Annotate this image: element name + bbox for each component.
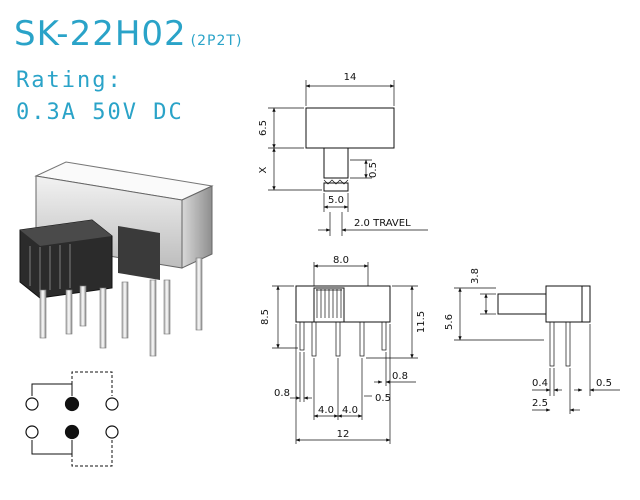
top-view: 14 6.5 X 0.5 5.0 2.0 TRAVEL [258, 72, 428, 236]
dim-knob-height: 3.8 [470, 268, 481, 284]
dim-side-pin-offset: 0.5 [596, 378, 612, 389]
dim-pin-thickness: 0.8 [274, 388, 290, 399]
circuit-schematic [25, 371, 119, 467]
product-title: SK-22H02(2P2T) [14, 14, 242, 54]
dim-x: X [258, 166, 269, 173]
dim-overall: 12 [337, 429, 350, 440]
rating-value: 0.3A 50V DC [16, 100, 184, 125]
dim-pin-pitch-1: 4.0 [318, 405, 334, 416]
dim-travel: 2.0 TRAVEL [354, 218, 411, 229]
dim-actuator-offset: 0.5 [368, 162, 379, 178]
switch-illustration [19, 161, 214, 357]
dim-pin-right: 0.5 [375, 393, 391, 404]
rating-label: Rating: [16, 68, 123, 93]
dim-side-pin-thickness: 0.4 [532, 378, 548, 389]
dim-height-left: 8.5 [260, 309, 271, 325]
dim-top-span: 8.0 [333, 255, 349, 266]
dim-width: 14 [344, 72, 357, 83]
dim-pin-offset: 0.8 [392, 371, 408, 382]
dim-side-pin-spacing: 2.5 [532, 398, 548, 409]
configuration-label: (2P2T) [190, 33, 243, 49]
model-name: SK-22H02 [14, 14, 187, 54]
dim-height-right: 11.5 [416, 311, 427, 333]
dim-pin-pitch-2: 4.0 [342, 405, 358, 416]
dim-body-height: 5.6 [444, 314, 455, 330]
dim-actuator-width: 5.0 [328, 195, 344, 206]
front-view: 8.0 8.5 11.5 0.8 0.8 4.0 4.0 0.5 [260, 255, 427, 444]
dim-height: 6.5 [258, 120, 269, 136]
side-view: 3.8 5.6 0.4 2.5 0.5 [444, 268, 620, 414]
